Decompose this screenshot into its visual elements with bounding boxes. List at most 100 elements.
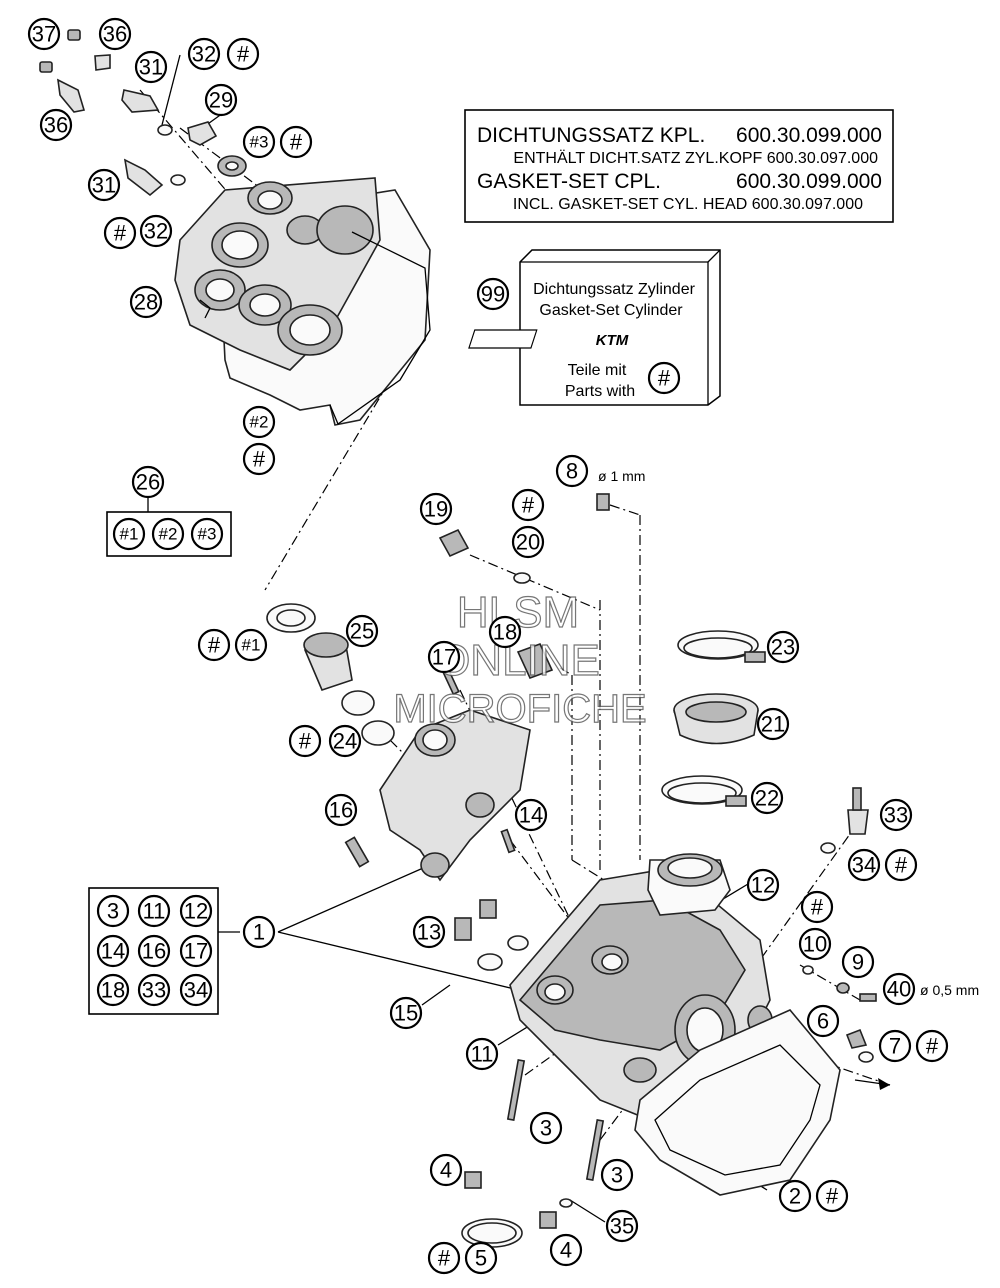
svg-text:35: 35 [610,1214,634,1239]
right-small-parts [802,787,877,1063]
svg-text:#: # [208,633,221,658]
fastener-parts [454,899,605,1248]
svg-text:3: 3 [107,899,119,924]
svg-text:#: # [826,1184,839,1209]
callout-26: 26 [131,465,165,499]
gasket-line3-number: 600.30.099.000 [736,170,882,193]
callout-hash2: #2 [242,405,276,439]
svg-text:KTM: KTM [596,332,629,349]
callouts: 37 36 36 31 32 # 29 #3 # 31 # 32 28 #2 #… [27,17,949,1275]
callout-13: 13 [412,915,446,949]
svg-text:34: 34 [852,853,876,878]
callout-28: 28 [129,285,163,319]
callout-3-right: 3 [600,1158,634,1192]
callout-3-left: 3 [529,1111,563,1145]
callout-18: 18 [488,615,522,649]
svg-text:36: 36 [103,22,127,47]
svg-text:#: # [253,447,266,472]
svg-text:17: 17 [184,939,208,964]
svg-text:#: # [438,1246,451,1271]
svg-text:7: 7 [889,1034,901,1059]
valve-cup-parts [266,603,395,746]
svg-text:1: 1 [253,920,265,945]
callout-5-hash: # [427,1241,461,1275]
callout-10: 10 [798,927,832,961]
svg-text:12: 12 [751,873,775,898]
kit26-item-2: #2 [151,517,185,551]
svg-text:33: 33 [142,978,166,1003]
svg-text:13: 13 [417,920,441,945]
callout-34: 34 [847,848,881,882]
svg-text:36: 36 [44,113,68,138]
cyl-symbol: # [658,366,671,391]
callout-15: 15 [389,996,423,1030]
svg-text:ONLINE: ONLINE [436,636,600,685]
callout-hash3: #3 [242,125,276,159]
svg-text:#1: #1 [120,525,139,544]
callout-12: 12 [746,868,780,902]
callout-4-upper: 4 [429,1153,463,1187]
svg-text:31: 31 [92,173,116,198]
svg-text:18: 18 [493,620,517,645]
svg-text:16: 16 [329,798,353,823]
svg-text:15: 15 [394,1001,418,1026]
callout-16: 16 [324,793,358,827]
svg-text:2: 2 [789,1184,801,1209]
svg-text:#: # [237,42,250,67]
small-top-parts [39,29,247,197]
callout-5: 5 [464,1241,498,1275]
callout-34-hash: # [884,848,918,882]
svg-text:32: 32 [192,42,216,67]
callout-37: 37 [27,17,61,51]
callout-40: 40 [882,972,916,1006]
svg-text:3: 3 [611,1163,623,1188]
kit1-item-3: 3 [96,894,130,928]
svg-text:17: 17 [432,645,456,670]
kit1-item-18: 18 [96,973,130,1007]
svg-text:12: 12 [184,899,208,924]
svg-text:5: 5 [475,1246,487,1271]
svg-text:#: # [114,221,127,246]
svg-text:11: 11 [143,899,166,924]
callout-25: 25 [345,614,379,648]
svg-text:40: 40 [887,977,911,1002]
gasket-line1-label: DICHTUNGSSATZ KPL. [477,124,705,147]
svg-text:3: 3 [540,1116,552,1141]
callout-32-top: 32 [187,37,221,71]
ktm-logo: KTM [468,329,629,349]
kit26-item-1: #1 [112,517,146,551]
gasket-line4: INCL. GASKET-SET CYL. HEAD 600.30.097.00… [513,196,863,213]
svg-text:6: 6 [817,1009,829,1034]
cyl-line2: Gasket-Set Cylinder [539,302,683,319]
cyl-line3: Teile mit [568,362,627,379]
note-diameter-05mm: ø 0,5 mm [920,982,979,998]
callout-32-left-hash: # [103,216,137,250]
watermark: HLSM ONLINE MICROFICHE [393,587,648,731]
svg-text:#: # [811,895,824,920]
callout-10-hash: # [800,890,834,924]
svg-text:4: 4 [440,1158,452,1183]
gasket-line2: ENTHÄLT DICHT.SATZ ZYL.KOPF 600.30.097.0… [513,149,878,167]
cyl-line1: Dichtungssatz Zylinder [533,281,696,298]
callout-6: 6 [806,1004,840,1038]
callout-17: 17 [427,640,461,674]
callout-21: 21 [756,707,790,741]
callout-33: 33 [879,798,913,832]
svg-text:28: 28 [134,290,158,315]
gasket-line1-number: 600.30.099.000 [736,124,882,147]
callout-20-hash: # [511,488,545,522]
svg-text:11: 11 [471,1042,494,1067]
svg-text:20: 20 [516,530,540,555]
callout-24: 24 [328,724,362,758]
callout-19: 19 [419,492,453,526]
svg-text:#3: #3 [198,525,217,544]
kit1-item-34: 34 [179,973,213,1007]
callout-36-left: 36 [39,108,73,142]
svg-text:#2: #2 [250,413,269,432]
callout-20: 20 [511,525,545,559]
callout-7-hash: # [915,1029,949,1063]
svg-text:22: 22 [755,786,779,811]
svg-text:MICROFICHE: MICROFICHE [393,687,646,731]
callout-hash1: #1 [234,628,268,662]
svg-text:33: 33 [884,803,908,828]
